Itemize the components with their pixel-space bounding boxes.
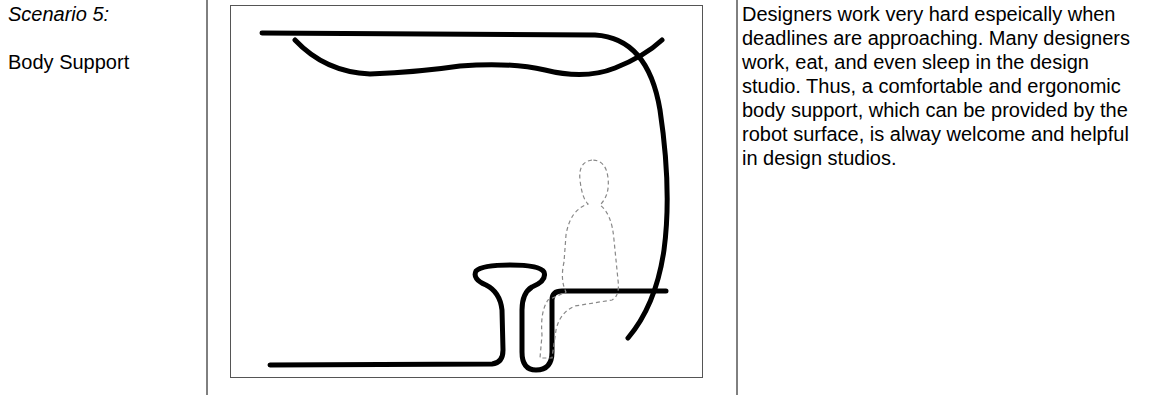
column-rule xyxy=(737,0,738,395)
wave-surface xyxy=(295,40,662,75)
stool-and-seat xyxy=(270,265,666,370)
scenario-description: Designers work very hard espeically when… xyxy=(742,2,1146,170)
column-rule xyxy=(207,0,208,395)
scenario-title: Body Support xyxy=(8,50,198,74)
scenario-number: Scenario 5: xyxy=(8,2,198,26)
figure-frame xyxy=(231,6,703,378)
seated-person xyxy=(540,160,618,358)
